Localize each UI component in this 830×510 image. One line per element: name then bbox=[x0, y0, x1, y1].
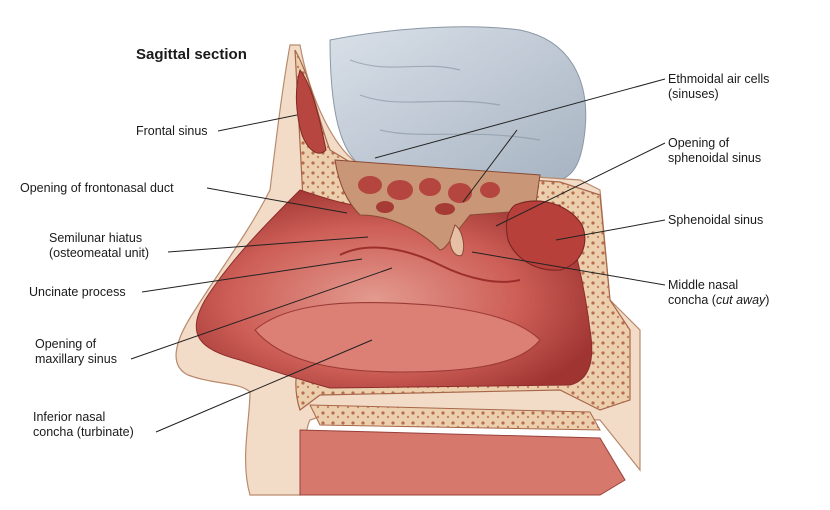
frontal-sinus bbox=[295, 68, 327, 154]
label-uncinate-process: Uncinate process bbox=[29, 285, 126, 299]
oral-cavity bbox=[299, 429, 626, 496]
label-ethmoidal-cells-line2: (sinuses) bbox=[668, 87, 719, 101]
leader-middle-concha bbox=[471, 251, 666, 286]
label-inferior-concha: Inferior nasal concha (turbinate) bbox=[33, 410, 134, 440]
label-middle-concha-line2: concha (cut away) bbox=[668, 293, 769, 308]
leader-sphenoidal-opening bbox=[495, 142, 666, 227]
leader-maxillary-opening bbox=[130, 267, 393, 360]
middle-meatus bbox=[339, 246, 521, 283]
hard-palate bbox=[309, 404, 601, 431]
sphenoidal-sinus bbox=[505, 200, 586, 271]
label-inferior-concha-line1: Inferior nasal bbox=[33, 410, 106, 424]
label-semilunar-hiatus-line2: (osteomeatal unit) bbox=[49, 246, 150, 260]
label-ethmoidal-cells: Ethmoidal air cells (sinuses) bbox=[668, 72, 769, 102]
label-maxillary-opening: Opening of maxillary sinus bbox=[35, 337, 117, 367]
label-maxillary-opening-line1: Opening of bbox=[35, 337, 97, 351]
label-ethmoidal-cells-line1: Ethmoidal air cells bbox=[668, 72, 770, 86]
leader-frontonasal-duct bbox=[206, 187, 348, 214]
leader-frontal-sinus bbox=[217, 114, 298, 132]
leader-inferior-concha bbox=[155, 339, 373, 433]
label-semilunar-hiatus-line1: Semilunar hiatus bbox=[49, 231, 143, 245]
leader-lines bbox=[130, 78, 666, 433]
leader-ethmoidal-b bbox=[462, 129, 518, 203]
inferior-concha bbox=[254, 301, 541, 373]
label-frontonasal-duct: Opening of frontonasal duct bbox=[20, 181, 174, 195]
leader-ethmoidal-a bbox=[374, 78, 666, 159]
leader-uncinate-process bbox=[141, 258, 363, 293]
leader-semilunar-hiatus bbox=[167, 236, 369, 253]
label-middle-concha-cutaway: cut away bbox=[715, 293, 766, 307]
label-middle-concha: Middle nasal concha (cut away) bbox=[668, 278, 769, 308]
brain-region bbox=[329, 26, 587, 181]
label-sphenoidal-opening-line1: Opening of bbox=[668, 136, 730, 150]
label-maxillary-opening-line2: maxillary sinus bbox=[35, 352, 117, 366]
leader-sphenoidal-sinus bbox=[555, 219, 666, 241]
label-sphenoidal-opening-line2: sphenoidal sinus bbox=[668, 151, 762, 165]
label-middle-concha-open: concha ( bbox=[668, 293, 716, 307]
middle-concha-stump bbox=[449, 224, 465, 257]
label-semilunar-hiatus: Semilunar hiatus (osteomeatal unit) bbox=[49, 231, 149, 261]
label-sphenoidal-sinus: Sphenoidal sinus bbox=[668, 213, 764, 227]
label-frontal-sinus: Frontal sinus bbox=[136, 124, 208, 138]
label-inferior-concha-line2: concha (turbinate) bbox=[33, 425, 134, 439]
label-middle-concha-close: ) bbox=[765, 293, 770, 307]
brain-folds bbox=[349, 59, 541, 141]
label-sphenoidal-opening: Opening of sphenoidal sinus bbox=[668, 136, 761, 166]
label-middle-concha-line1: Middle nasal bbox=[668, 278, 739, 292]
figure-title: Sagittal section bbox=[136, 46, 247, 63]
